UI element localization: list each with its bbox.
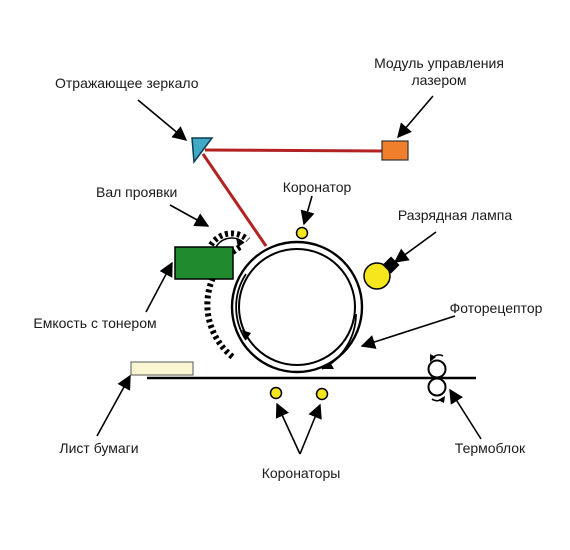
- label-developer-roller: Вал проявки: [96, 184, 177, 200]
- photoreceptor-drum: [230, 240, 364, 374]
- corotron-transfer-1: [269, 386, 283, 400]
- fuser-rollers: [427, 354, 447, 403]
- reflecting-mirror: [191, 137, 214, 165]
- label-corotron: Коронатор: [283, 179, 352, 195]
- toner-tank: [174, 246, 234, 280]
- corotron-transfer-2: [315, 387, 329, 401]
- callout-arrows: [96, 95, 482, 455]
- label-paper-sheet: Лист бумаги: [59, 440, 138, 456]
- developer-roller: [204, 230, 251, 361]
- label-laser-module-line2: лазером: [411, 72, 466, 88]
- label-fuser: Термоблок: [455, 440, 526, 456]
- paper-sheet: [130, 361, 194, 376]
- corotron-top: [295, 226, 309, 240]
- label-discharge-lamp: Разрядная лампа: [398, 207, 512, 223]
- laser-beam: [201, 148, 386, 247]
- laser-module: [381, 140, 409, 161]
- label-corotrons: Коронаторы: [262, 465, 341, 481]
- label-laser-module-line1: Модуль управления: [374, 55, 504, 71]
- discharge-lamp: [363, 256, 400, 290]
- label-photoreceptor: Фоторецептор: [450, 300, 543, 316]
- label-toner-tank: Емкость с тонером: [33, 315, 156, 331]
- label-mirror: Отражающее зеркало: [55, 75, 199, 91]
